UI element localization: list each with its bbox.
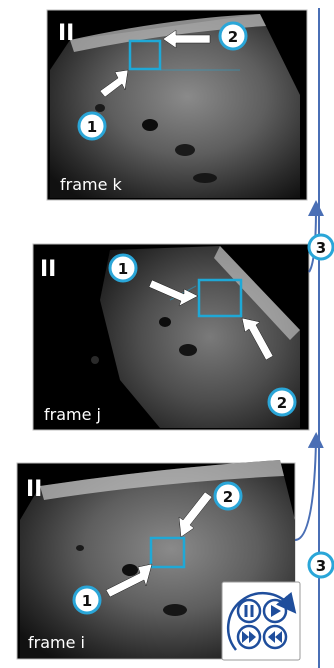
pause-glyph-j: II <box>40 257 56 282</box>
badge-1-k: 1 <box>79 113 105 139</box>
panel-frame-j: II frame j 1 2 <box>33 244 309 430</box>
transition-arrow-i-j <box>295 440 316 540</box>
frame-label-k: frame k <box>60 175 123 194</box>
badge-2-j: 2 <box>269 389 295 415</box>
badge-1-k-text: 1 <box>87 118 97 136</box>
badge-1-i: 1 <box>74 587 100 613</box>
badge-1-j-text: 1 <box>118 260 128 278</box>
panel-frame-k: II frame k 1 2 <box>47 10 307 200</box>
badge-1-j: 1 <box>110 255 136 281</box>
badge-2-i: 2 <box>215 483 241 509</box>
badge-2-k-text: 2 <box>228 28 238 46</box>
badge-1-i-text: 1 <box>82 592 92 610</box>
transition-label-j-k: 3 <box>316 239 326 257</box>
transition-j-to-k: 3 <box>309 208 333 272</box>
badge-2-k: 2 <box>220 23 246 49</box>
transition-i-to-j: 3 <box>295 440 333 577</box>
player-controls <box>222 582 300 660</box>
transition-label-i-j: 3 <box>316 557 326 575</box>
badge-2-i-text: 2 <box>223 488 233 506</box>
pause-glyph-k: II <box>58 21 74 46</box>
frame-label-j: frame j <box>44 405 101 424</box>
badge-2-j-text: 2 <box>277 394 287 412</box>
frame-label-i: frame i <box>28 633 85 652</box>
panel-frame-i: II frame i 1 2 <box>17 460 300 660</box>
pause-glyph-i: II <box>26 477 42 502</box>
